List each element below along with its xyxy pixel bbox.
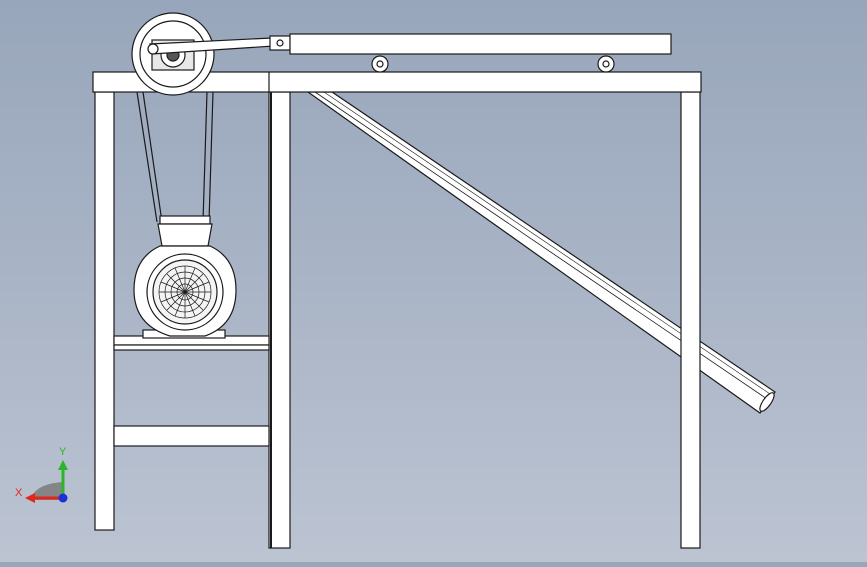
slider-bar[interactable] — [289, 33, 672, 55]
v-belt — [136, 91, 214, 223]
left-leg — [94, 91, 115, 531]
right-leg — [680, 91, 701, 549]
guide-rollers — [371, 55, 615, 73]
x-axis-label: X — [15, 487, 23, 499]
motor[interactable] — [133, 215, 237, 339]
orientation-triad[interactable]: Y X — [15, 446, 68, 503]
drive-pulley[interactable] — [131, 12, 215, 96]
crank-arm[interactable] — [147, 35, 291, 55]
fan-grille — [158, 265, 212, 319]
tabletop — [92, 71, 702, 93]
center-leg — [268, 91, 291, 549]
y-axis-label: Y — [59, 446, 67, 458]
lower-crossbar — [113, 425, 270, 447]
inclined-chute[interactable] — [306, 91, 777, 414]
